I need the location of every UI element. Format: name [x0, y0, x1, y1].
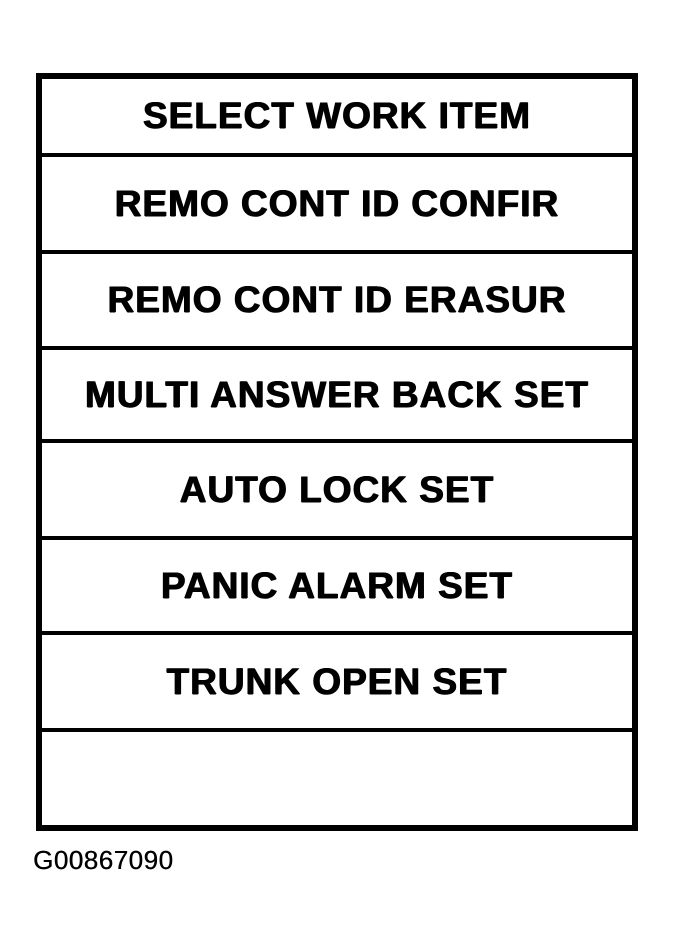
menu-item-label: REMO CONT ID ERASUR [107, 279, 567, 320]
figure-id-label: G00867090 [33, 845, 174, 875]
menu-title-row: SELECT WORK ITEM [42, 79, 632, 157]
menu-item-remo-cont-id-erasur[interactable]: REMO CONT ID ERASUR [42, 254, 632, 350]
menu-title: SELECT WORK ITEM [142, 95, 532, 136]
menu-item-multi-answer-back-set[interactable]: MULTI ANSWER BACK SET [42, 350, 632, 443]
menu-item-label: PANIC ALARM SET [160, 564, 514, 606]
menu-item-label: TRUNK OPEN SET [166, 660, 508, 702]
menu-item-label: MULTI ANSWER BACK SET [84, 373, 590, 415]
menu-item-auto-lock-set[interactable]: AUTO LOCK SET [42, 443, 632, 540]
menu-item-panic-alarm-set[interactable]: PANIC ALARM SET [42, 540, 632, 635]
select-work-item-menu: SELECT WORK ITEM REMO CONT ID CONFIR REM… [36, 73, 638, 831]
menu-item-label: REMO CONT ID CONFIR [114, 182, 560, 224]
menu-item-trunk-open-set[interactable]: TRUNK OPEN SET [42, 635, 632, 732]
menu-item-label: AUTO LOCK SET [179, 468, 495, 510]
menu-empty-row [42, 732, 632, 825]
menu-item-remo-cont-id-confir[interactable]: REMO CONT ID CONFIR [42, 157, 632, 254]
